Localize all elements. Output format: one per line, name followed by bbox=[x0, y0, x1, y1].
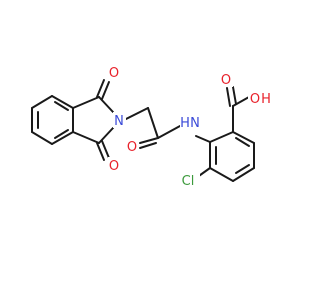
bond bbox=[232, 86, 237, 105]
molecule-structure: O O N O H N O O H Cl bbox=[31, 64, 272, 189]
bond bbox=[226, 87, 231, 107]
oxygen-label: O bbox=[109, 159, 119, 174]
bond bbox=[51, 95, 74, 109]
bond bbox=[209, 131, 234, 143]
bond bbox=[54, 101, 69, 111]
hydrogen-label: H bbox=[180, 116, 190, 131]
oxygen-top: O bbox=[108, 64, 121, 81]
nitrogen-label: N bbox=[114, 114, 124, 129]
bond bbox=[232, 167, 255, 182]
bond bbox=[31, 95, 53, 109]
bond bbox=[101, 81, 110, 100]
nitrogen-imide: N bbox=[113, 112, 126, 129]
bond bbox=[195, 135, 211, 143]
bond bbox=[209, 167, 234, 182]
nh-amide: H N bbox=[180, 114, 202, 132]
bond bbox=[157, 125, 181, 139]
bond-layer bbox=[31, 79, 255, 182]
bond bbox=[96, 79, 105, 98]
bond bbox=[232, 131, 255, 144]
oxygen-amide: O bbox=[126, 138, 139, 155]
bond bbox=[235, 137, 250, 147]
oxygen-acid-carbonyl: O bbox=[220, 71, 233, 88]
bond bbox=[96, 142, 105, 161]
oxygen-label: O bbox=[221, 73, 231, 88]
bond bbox=[51, 131, 74, 145]
bond bbox=[54, 129, 69, 139]
bond bbox=[139, 142, 157, 149]
bond bbox=[72, 131, 100, 144]
oxygen-label: O bbox=[127, 140, 137, 155]
hydroxyl-acid: O H bbox=[248, 90, 272, 107]
bond bbox=[31, 131, 53, 145]
bond bbox=[72, 96, 100, 109]
chlorine: Cl bbox=[180, 172, 200, 189]
hydrogen-label: H bbox=[261, 92, 271, 107]
atom-layer: O O N O H N O O H Cl bbox=[108, 64, 272, 189]
oxygen-label: O bbox=[250, 92, 260, 107]
oxygen-label: O bbox=[109, 66, 119, 81]
bond bbox=[235, 164, 250, 174]
bond bbox=[101, 140, 110, 159]
oxygen-bottom: O bbox=[108, 157, 121, 174]
chlorine-label: Cl bbox=[182, 174, 195, 189]
bond bbox=[139, 137, 159, 144]
bond bbox=[147, 107, 159, 139]
bond bbox=[123, 107, 149, 121]
nitrogen-label: N bbox=[190, 116, 200, 131]
